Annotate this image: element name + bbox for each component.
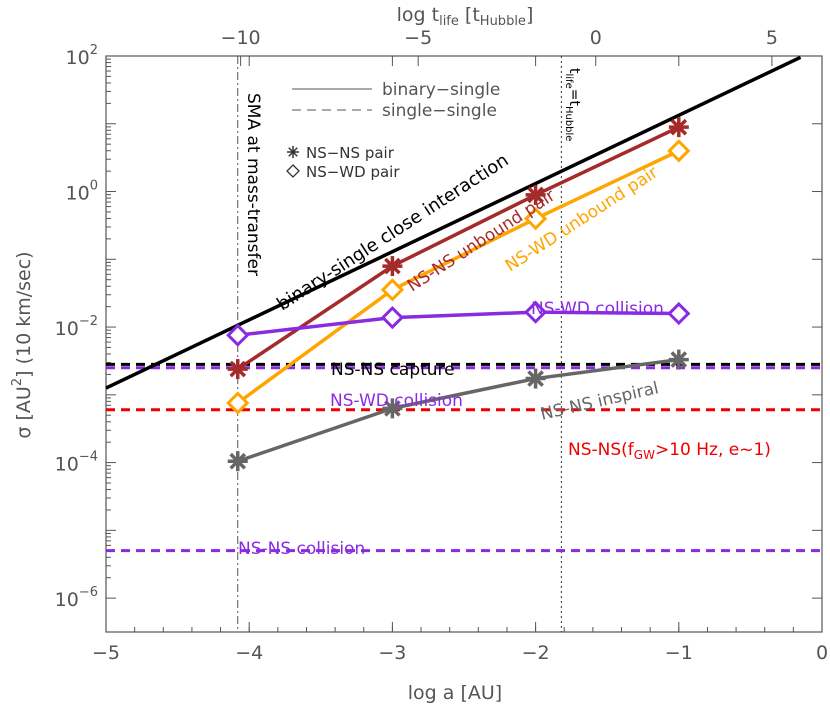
top-axis-title: log tlife [tHubble] bbox=[397, 4, 534, 29]
binary-single-close-interaction-line bbox=[105, 55, 802, 390]
data-point-ns-wd-collision bbox=[667, 301, 691, 326]
nsns-inspiral-label: NS-NS inspiral bbox=[539, 378, 661, 425]
y-tick-label: 10−2 bbox=[55, 314, 98, 340]
top-axis-tick-label: −5 bbox=[404, 27, 432, 49]
data-point-ns-wd-unbound-pair bbox=[226, 391, 250, 415]
top-axis-tick-label: −10 bbox=[221, 27, 261, 49]
legend-asterisk-icon bbox=[288, 147, 298, 157]
x-tick-label: 0 bbox=[816, 642, 828, 664]
series-line-ns-ns-unbound-pair bbox=[236, 125, 680, 371]
nsns-gw-label: NS-NS(fGW>10 Hz, e~1) bbox=[568, 440, 771, 462]
data-point-ns-wd-unbound-pair bbox=[667, 139, 691, 163]
data-point-ns-wd-collision bbox=[380, 305, 405, 330]
legend-diamond-icon bbox=[286, 164, 300, 178]
x-tick-label: −5 bbox=[92, 642, 120, 664]
series-line-ns-ns-inspiral bbox=[237, 357, 680, 463]
asterisk-stroke bbox=[527, 370, 544, 387]
asterisk-stroke bbox=[229, 360, 247, 378]
asterisk-stroke bbox=[670, 351, 688, 368]
top-axis-tick-label: 0 bbox=[590, 27, 602, 49]
nswd-collision-series-label: NS-WD collision bbox=[531, 299, 664, 319]
legend-single-single: single−single bbox=[382, 101, 497, 121]
data-point-ns-wd-collision bbox=[226, 323, 250, 347]
data-point-ns-ns-inspiral bbox=[382, 398, 403, 419]
asterisk-stroke bbox=[670, 118, 688, 136]
y-tick-label: 102 bbox=[66, 43, 98, 69]
nswd-collision-line-label: NS-WD collision bbox=[330, 391, 463, 411]
x-tick-label: −1 bbox=[665, 642, 693, 664]
x-axis-title: log a [AU] bbox=[408, 682, 502, 704]
data-point-ns-wd-unbound-pair bbox=[523, 207, 548, 231]
legend-nswd-pair: NS−WD pair bbox=[306, 163, 400, 181]
legend-binary-single: binary−single bbox=[382, 80, 500, 100]
data-point-ns-ns-unbound-pair bbox=[227, 359, 248, 380]
data-point-ns-ns-inspiral bbox=[227, 451, 248, 472]
asterisk-stroke bbox=[229, 452, 247, 470]
data-point-ns-ns-inspiral bbox=[668, 349, 689, 370]
data-point-ns-ns-unbound-pair bbox=[382, 256, 403, 277]
top-axis-tick-label: 5 bbox=[766, 27, 778, 49]
y-tick-label: 100 bbox=[66, 179, 98, 205]
series-line-ns-wd-unbound-pair bbox=[236, 149, 680, 405]
lifetime-hubble-label: tlife=tHubble bbox=[563, 68, 582, 141]
nsns-capture-label: NS-NS capture bbox=[331, 360, 455, 380]
y-tick-label: 10−6 bbox=[55, 585, 98, 611]
x-tick-label: −2 bbox=[522, 642, 550, 664]
data-point-ns-wd-unbound-pair bbox=[380, 278, 405, 302]
data-point-ns-wd-collision bbox=[523, 300, 548, 324]
y-axis-title: σ [AU2] (10 km/sec) bbox=[10, 251, 35, 438]
y-tick-label: 10−4 bbox=[55, 450, 98, 476]
asterisk-stroke bbox=[527, 186, 544, 204]
nsns-collision-label: NS-NS collision bbox=[238, 539, 365, 559]
x-tick-label: −4 bbox=[235, 642, 263, 664]
x-tick-label: −3 bbox=[378, 642, 406, 664]
asterisk-stroke bbox=[384, 257, 401, 275]
series-line-ns-wd-collision bbox=[237, 310, 679, 337]
data-point-ns-ns-inspiral bbox=[525, 368, 546, 389]
plot-frame bbox=[105, 55, 823, 633]
data-point-ns-ns-unbound-pair bbox=[525, 184, 546, 205]
asterisk-stroke bbox=[384, 400, 401, 417]
data-point-ns-ns-unbound-pair bbox=[668, 117, 689, 138]
legend-nsns-pair: NS−NS pair bbox=[306, 144, 395, 162]
sma-mass-transfer-label: SMA at mass-transfer bbox=[243, 93, 263, 276]
